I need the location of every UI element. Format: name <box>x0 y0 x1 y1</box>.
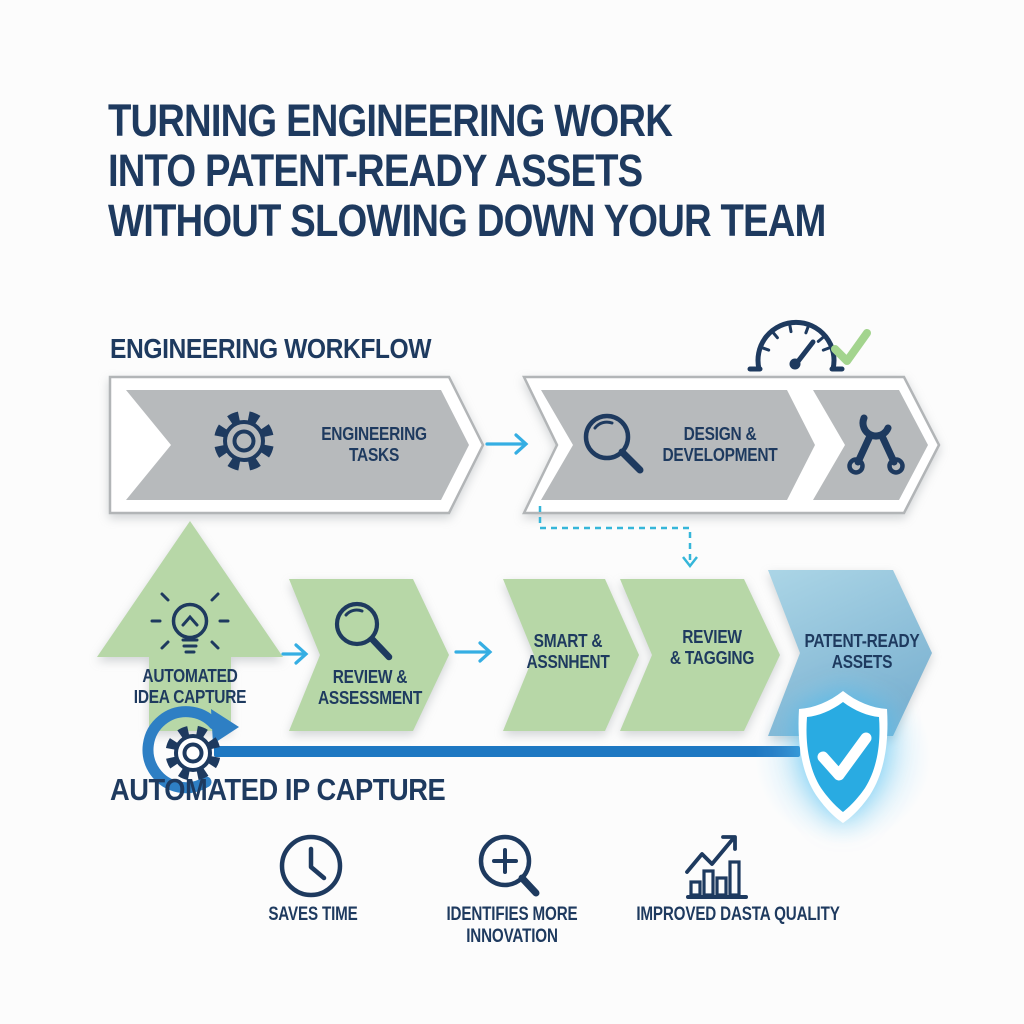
label-line: ASSETS <box>831 652 893 672</box>
flow-arrow-icon <box>281 643 309 665</box>
label-line: AUTOMATED <box>142 666 238 686</box>
magnifier-plus-icon <box>478 834 540 897</box>
capture-step1-label: AUTOMATED IDEA CAPTURE <box>119 666 260 708</box>
capture-step3-shape <box>503 579 639 731</box>
label-line: DEVELOPMENT <box>662 445 778 465</box>
workflow-step1-label: ENGINEERING TASKS <box>305 424 443 466</box>
ip-capture-line <box>214 746 800 757</box>
idea-capture-arrow-shape <box>97 521 283 731</box>
gear-icon <box>165 725 221 781</box>
title-line: INTO PATENT-READY ASSETS <box>108 145 643 196</box>
capture-step2-label: REVIEW & ASSESSMENT <box>299 667 440 709</box>
label-line: REVIEW <box>682 627 742 647</box>
wrench-icon <box>847 414 905 475</box>
title-line: WITHOUT SLOWING DOWN YOUR TEAM <box>108 195 826 246</box>
bar-chart-icon <box>685 835 748 899</box>
label-line: TASKS <box>348 445 400 465</box>
benefit-innovation-label: IDENTIFIES MORE INNOVATION <box>432 904 592 948</box>
benefit-data-quality-label: IMPROVED DASTA QUALITY <box>626 904 850 926</box>
label-line: ASSESSMENT <box>317 688 423 708</box>
label-line: IDEA CAPTURE <box>133 687 247 707</box>
green-checkmark-icon <box>831 329 871 365</box>
flow-arrow-icon <box>454 641 493 663</box>
gear-icon <box>214 411 274 471</box>
ip-capture-section-label: AUTOMATED IP CAPTURE <box>110 772 446 807</box>
speedometer-icon <box>747 319 845 372</box>
workflow-step2-shape <box>522 375 941 515</box>
label-line: SAVES TIME <box>268 904 358 925</box>
label-line: DESIGN & <box>683 424 757 444</box>
label-line: SMART & <box>533 631 603 651</box>
magnifier-icon <box>583 413 644 474</box>
label-line: PATENT-READY <box>804 631 920 651</box>
capture-step4-label: REVIEW & TAGGING <box>641 627 782 669</box>
capture-step4-shape <box>620 579 780 731</box>
benefit-saves-time-label: SAVES TIME <box>233 904 393 926</box>
workflow-step2-label: DESIGN & DEVELOPMENT <box>643 424 798 466</box>
label-line: & TAGGING <box>669 648 755 668</box>
label-line: IDENTIFIES MORE <box>446 904 578 925</box>
handoff-connector <box>538 506 698 569</box>
label-line: ENGINEERING <box>321 424 427 444</box>
workflow-section-label: ENGINEERING WORKFLOW <box>110 333 432 364</box>
label-line: REVIEW & <box>332 667 408 687</box>
label-line: INNOVATION <box>466 926 558 947</box>
label-line: ASSNHENT <box>526 652 610 672</box>
magnifier-icon <box>334 601 393 661</box>
lightbulb-icon <box>150 592 230 654</box>
flow-arrow-icon <box>485 433 529 455</box>
label-line: IMPROVED DASTA QUALITY <box>636 904 840 925</box>
capture-step3-label: SMART & ASSNHENT <box>499 631 637 673</box>
workflow-step1-shape <box>108 375 485 515</box>
shield-check-icon <box>798 691 888 823</box>
title-line: TURNING ENGINEERING WORK <box>108 95 673 146</box>
clock-icon <box>279 834 343 898</box>
capture-step2-shape <box>289 579 449 731</box>
page-title: TURNING ENGINEERING WORK INTO PATENT-REA… <box>108 95 826 246</box>
capture-step5-label: PATENT-READY ASSETS <box>793 631 931 673</box>
refresh-arrow-icon <box>142 706 239 794</box>
